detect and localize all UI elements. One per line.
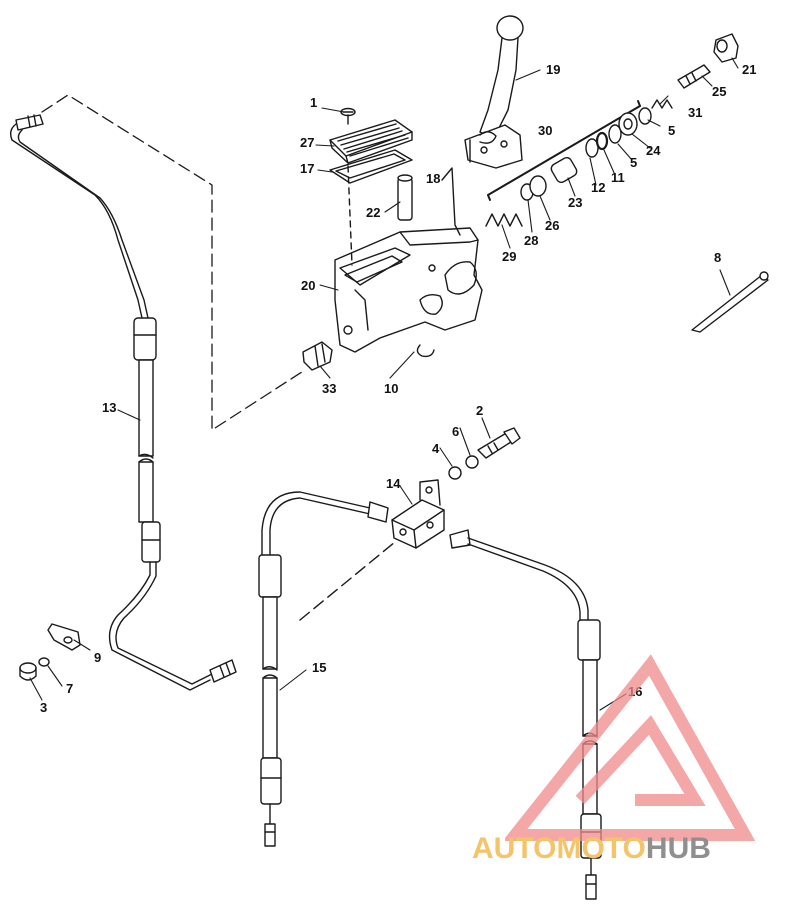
washer-7 (38, 657, 50, 667)
callout-25: 25 (712, 84, 727, 99)
callout-26: 26 (545, 218, 560, 233)
bolt-2 (477, 427, 521, 459)
routing-dash-15 (299, 541, 396, 621)
watermark-hub: HUB (645, 832, 711, 865)
callout-12: 12 (591, 180, 606, 195)
callout-20: 20 (301, 278, 316, 293)
callout-9: 9 (94, 650, 102, 665)
callout-8: 8 (714, 250, 722, 265)
watermark-logo (505, 654, 755, 841)
callout-21: 21 (742, 62, 757, 77)
callout-3: 3 (40, 700, 48, 715)
callout-1: 1 (310, 95, 318, 110)
cover-27 (329, 119, 413, 164)
callout-27: 27 (300, 135, 315, 150)
callout-15: 15 (312, 660, 327, 675)
callout-4: 4 (432, 441, 440, 456)
screw-1 (340, 107, 356, 125)
callout-30: 30 (538, 123, 553, 138)
watermark-moto: MOTO (556, 832, 646, 865)
bracket-9 (47, 623, 81, 651)
callout-33: 33 (322, 381, 337, 396)
fitting-33 (302, 341, 333, 371)
leader-lines (29, 57, 739, 711)
cable-13 (9, 114, 237, 691)
callout-31: 31 (688, 105, 703, 120)
control-housing-20 (334, 227, 483, 353)
cable-15 (258, 491, 389, 847)
pin-22 (397, 174, 413, 221)
routing-dash-13 (41, 94, 306, 431)
bracket-18-leader (441, 167, 461, 236)
callout-17: 17 (300, 161, 315, 176)
washer-6 (465, 455, 479, 469)
block-14 (391, 479, 445, 549)
callout-22: 22 (366, 205, 381, 220)
callout-10: 10 (384, 381, 399, 396)
gasket-17 (329, 149, 413, 184)
callout-5-top: 5 (668, 123, 676, 138)
callout-28: 28 (524, 233, 539, 248)
callout-11: 11 (611, 170, 625, 185)
callout-24: 24 (646, 143, 661, 158)
callout-19: 19 (546, 62, 561, 77)
pin-8 (691, 271, 769, 333)
callout-23: 23 (568, 195, 583, 210)
lever-19 (464, 15, 524, 169)
watermark-text: AUTOMOTOHUB (472, 832, 711, 866)
cable-16 (449, 529, 602, 900)
washer-4 (448, 466, 462, 480)
callout-14: 14 (386, 476, 401, 491)
callout-13: 13 (102, 400, 117, 415)
callout-29: 29 (502, 249, 517, 264)
bolt-3 (19, 662, 37, 681)
callout-18: 18 (426, 171, 441, 186)
callout-2: 2 (476, 403, 484, 418)
callout-7: 7 (66, 681, 74, 696)
shaft-assembly-30 (485, 33, 739, 227)
guide-dash-1 (347, 165, 353, 266)
callout-6: 6 (452, 424, 460, 439)
watermark-auto: AUTO (472, 832, 557, 865)
clip-10 (416, 344, 435, 358)
callout-5-mid: 5 (630, 155, 638, 170)
